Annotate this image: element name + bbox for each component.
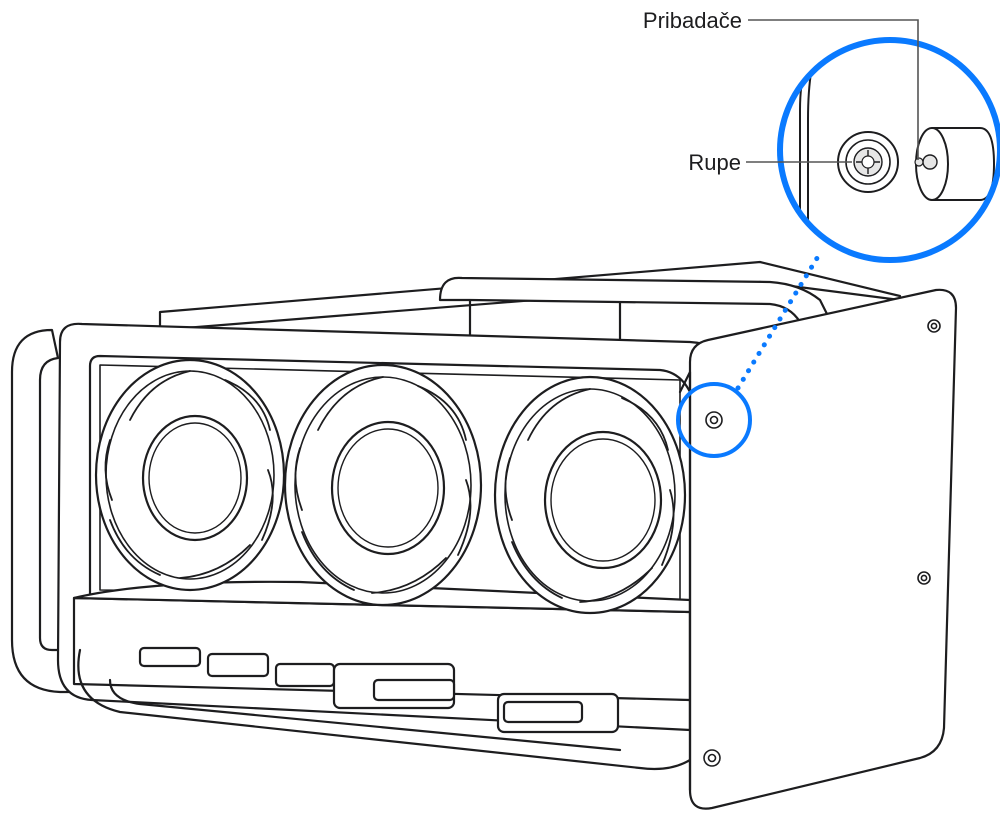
- zoom-hole: [837, 131, 899, 193]
- highlight: [676, 247, 825, 458]
- holes-label: Rupe: [688, 150, 741, 175]
- dotted-leader: [735, 247, 825, 391]
- side-plate-edge: [678, 370, 692, 792]
- zoom-detail: [777, 37, 1000, 263]
- fan-2: [283, 363, 483, 607]
- base-tube-inner: [108, 678, 622, 752]
- callout-lines: [746, 19, 919, 163]
- fan-3: [493, 375, 687, 615]
- port-2: [206, 652, 270, 678]
- fan-1: [94, 358, 286, 592]
- base-tube: [77, 648, 692, 771]
- side-plate: [688, 288, 958, 810]
- side-plate-screws: [703, 319, 941, 767]
- pins-label: Pribadače: [643, 8, 742, 33]
- pins-leader: [748, 19, 919, 160]
- rear-handle-left: [10, 328, 72, 694]
- port-5-slot: [502, 700, 584, 724]
- zoom-pin: [914, 127, 995, 201]
- fans: [94, 358, 687, 615]
- port-1: [138, 646, 202, 668]
- zoom-outline: [777, 37, 1000, 263]
- port-3: [274, 662, 336, 688]
- port-4-slot: [372, 678, 456, 702]
- highlight-small-circle: [676, 382, 752, 458]
- top-tube: [438, 276, 832, 324]
